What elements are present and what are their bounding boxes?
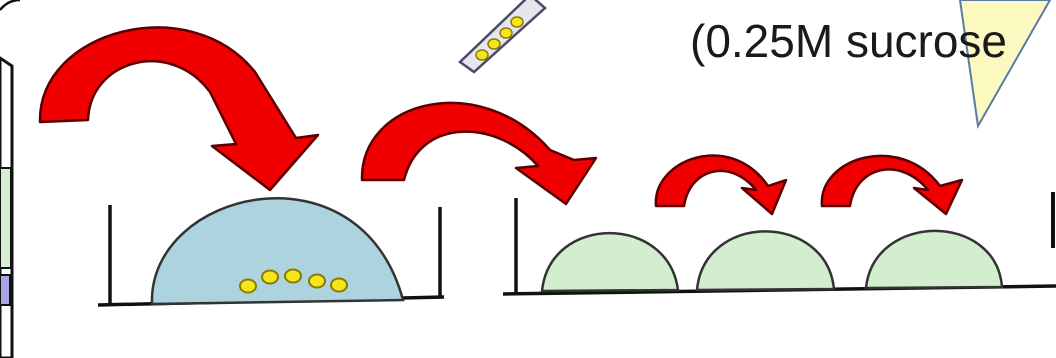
- small-drop-3: [866, 231, 1002, 288]
- dish-1: [98, 198, 444, 306]
- transfer-arrow-2: [362, 103, 596, 204]
- left-panel-blue-block: [0, 275, 10, 305]
- dish-2: [503, 192, 1056, 294]
- drop-embryo: [240, 280, 256, 293]
- transfer-arrow-3: [656, 156, 786, 214]
- pipette-embryo: [500, 28, 512, 38]
- left-panel-green-block: [0, 168, 11, 268]
- pipette-embryo: [511, 17, 523, 27]
- drop-embryo: [262, 271, 278, 284]
- drop-embryo: [331, 279, 347, 292]
- drop-embryo: [309, 275, 325, 288]
- pipette: [460, 0, 545, 72]
- pipette-embryo: [476, 50, 488, 60]
- left-edge-panel: [0, 0, 20, 358]
- drop-embryo: [285, 270, 301, 283]
- small-drop-2: [697, 231, 834, 290]
- pipette-embryo: [488, 39, 500, 49]
- small-drop-1: [542, 233, 678, 291]
- medium-caption: (0.25M sucrose: [690, 14, 1007, 68]
- transfer-arrow-1: [40, 28, 318, 190]
- transfer-arrow-4: [822, 156, 962, 214]
- main-drop: [152, 198, 403, 304]
